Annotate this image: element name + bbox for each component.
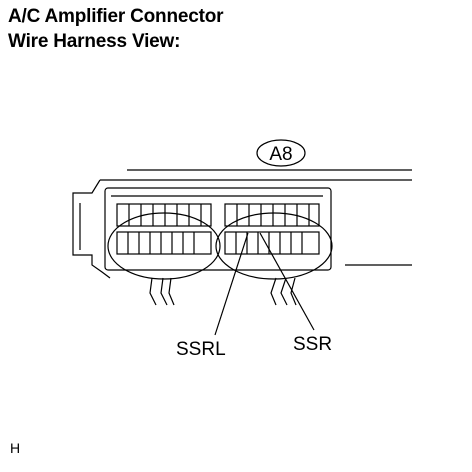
figure-note: H bbox=[10, 440, 21, 456]
connector-code: A8 bbox=[269, 144, 292, 165]
left-harness-loop bbox=[107, 212, 221, 280]
terminal-label-ssrl: SSRL bbox=[176, 339, 226, 360]
left-wire-bundle bbox=[149, 277, 175, 306]
connector-housing bbox=[72, 169, 412, 279]
ssr-leader-line bbox=[259, 232, 315, 331]
right-wire-bundle bbox=[270, 277, 297, 306]
title-line-2: Wire Harness View: bbox=[8, 31, 181, 52]
title-line-1: A/C Amplifier Connector bbox=[8, 6, 224, 27]
connector-face bbox=[104, 187, 332, 271]
ssrl-leader-line bbox=[214, 232, 249, 336]
right-harness-loop bbox=[215, 212, 333, 280]
terminal-label-ssr: SSR bbox=[293, 334, 332, 355]
connector-code-badge bbox=[256, 139, 306, 167]
